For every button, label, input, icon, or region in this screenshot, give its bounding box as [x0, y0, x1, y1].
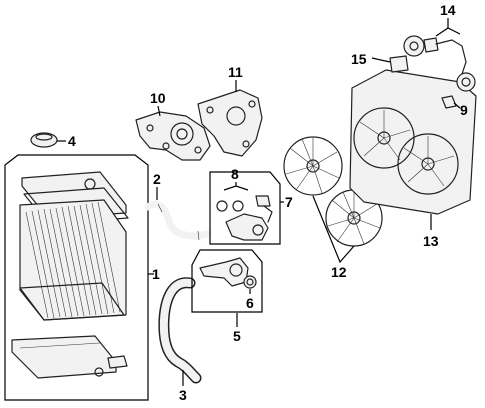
- radiator-assembly: [4, 154, 149, 401]
- callout-2: 2: [153, 171, 161, 187]
- callout-12: 12: [331, 264, 347, 280]
- callout-14: 14: [440, 2, 456, 18]
- radiator-core-fins: [25, 201, 121, 319]
- leader-12: [312, 195, 355, 264]
- fan-motor-and-harness: [389, 35, 476, 92]
- callout-10: 10: [150, 90, 166, 106]
- callout-9: 9: [460, 102, 468, 118]
- callout-1: 1: [152, 266, 160, 282]
- leader-10: [157, 105, 161, 117]
- leader-8: [223, 182, 249, 191]
- callout-labels: 1 2 3 4 5 6 7 8 9 10 11 12 13 14 15: [68, 2, 468, 403]
- callout-5: 5: [233, 328, 241, 344]
- leader-9: [453, 102, 461, 109]
- leader-15: [371, 57, 391, 63]
- thermostat-housing-assembly: [209, 171, 281, 245]
- callout-15: 15: [351, 51, 367, 67]
- callout-3: 3: [179, 387, 187, 403]
- shroud-bracket-clip: [441, 95, 457, 109]
- water-pump-gasket: [197, 89, 263, 157]
- callout-4: 4: [68, 133, 76, 149]
- fan-blade-left: [283, 136, 343, 196]
- leader-14: [435, 18, 461, 37]
- water-outlet-assembly: [191, 249, 263, 313]
- callout-11: 11: [228, 64, 243, 80]
- fan-shroud: [349, 69, 477, 215]
- callout-6: 6: [246, 295, 254, 311]
- radiator-cap: [30, 132, 58, 148]
- water-pump: [135, 111, 211, 161]
- callout-7: 7: [285, 194, 293, 210]
- callout-8: 8: [231, 166, 239, 182]
- callout-13: 13: [423, 233, 439, 249]
- upper-radiator-hose: [144, 200, 212, 241]
- leader-lines: [57, 18, 461, 386]
- lower-radiator-hose: [158, 277, 202, 384]
